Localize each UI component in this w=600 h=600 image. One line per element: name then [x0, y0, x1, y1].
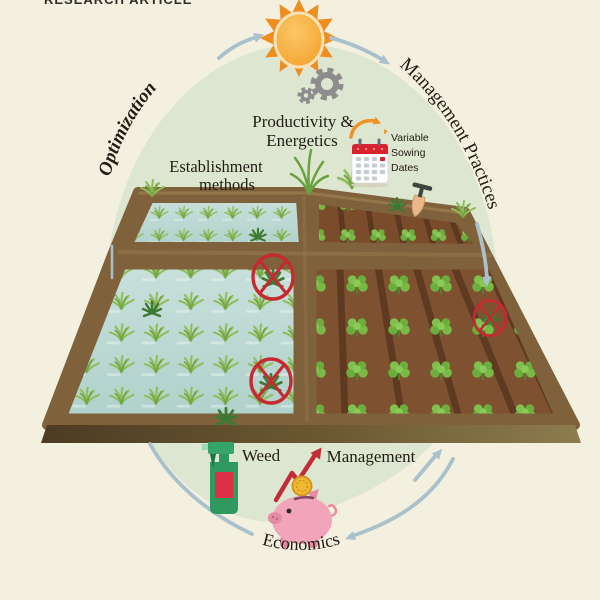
plot-upper-right	[315, 200, 482, 248]
sowing-line1: Variable	[391, 132, 429, 144]
trowel-icon	[411, 182, 433, 218]
piggy-bank-icon	[268, 489, 338, 548]
refresh-arrow-icon	[349, 116, 388, 139]
productivity-line2: Energetics	[266, 131, 337, 150]
gears-icon	[297, 67, 344, 104]
coin-icon	[291, 475, 313, 497]
growth-chart-icon	[273, 447, 322, 503]
weed-word: Weed	[242, 446, 281, 465]
establishment-label: Establishment methods	[169, 157, 263, 194]
sun-icon	[260, 0, 338, 77]
cycle-arrow-bottom-left	[148, 442, 254, 536]
paddy-lower-left	[62, 265, 298, 418]
cycle-arrow-top-left	[217, 35, 259, 60]
cycle-arrowheads	[253, 33, 492, 540]
productivity-line1: Productivity &	[252, 112, 354, 131]
cycle-arrow-right	[475, 222, 489, 280]
cycle-arrow-up-right	[413, 452, 439, 482]
cycle-arrows	[110, 35, 489, 537]
weed-management-label: Weed Management	[242, 446, 416, 466]
sowing-line3: Dates	[391, 162, 418, 174]
kicker-text: RESEARCH ARTICLE	[44, 0, 192, 7]
productivity-label: Productivity & Energetics	[252, 112, 354, 150]
establishment-line2: methods	[199, 175, 255, 194]
paddy-upper-left	[128, 199, 303, 246]
kicker-label: RESEARCH ARTICLE	[44, 0, 192, 7]
cycle-arrow-top-right	[329, 36, 385, 62]
management-word: Management	[327, 447, 416, 466]
cycle-arrow-bottom-right	[353, 457, 455, 537]
sowing-dates-label: Variable Sowing Dates	[391, 132, 429, 174]
field-front-face	[41, 425, 581, 443]
bottom-haze	[60, 408, 545, 600]
establishment-line1: Establishment	[169, 157, 263, 176]
field-illustration	[41, 148, 581, 443]
sowing-line2: Sowing	[391, 147, 426, 159]
grass-icon	[140, 148, 476, 218]
calendar-icon	[351, 138, 389, 188]
spray-bottle-icon	[202, 442, 238, 514]
